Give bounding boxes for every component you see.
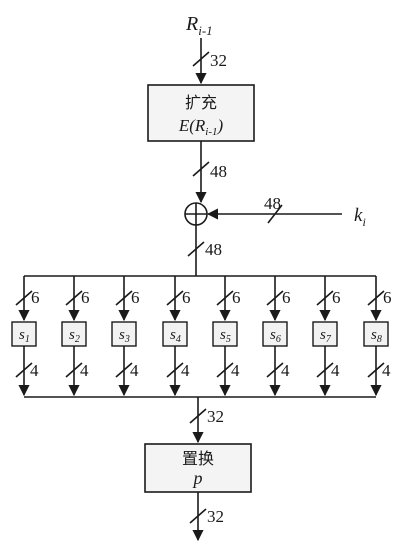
sbox-output-bus-slash <box>15 362 33 378</box>
sbox-input-bit-width: 6 <box>383 288 392 307</box>
sbox-input-bit-width: 6 <box>131 288 140 307</box>
sbox-column-6: 6 s64 <box>262 276 291 397</box>
sbox-column-1: 6 s14 <box>11 276 40 397</box>
input-label: Ri-1 <box>185 13 213 38</box>
sbox-label: s7 <box>320 327 332 345</box>
xor-output-bus-slash <box>187 241 205 257</box>
sbox-input-bit-width: 6 <box>182 288 191 307</box>
sbox-column-8: 6 s84 <box>363 276 392 397</box>
sbox-label: s5 <box>220 327 231 345</box>
sbox-column-2: 6 s24 <box>61 276 90 397</box>
expansion-formula: E(Ri-1) <box>178 116 224 138</box>
expansion-box <box>147 84 255 142</box>
sbox-output-bit-width: 4 <box>331 361 340 380</box>
sbox-output-bus-slash <box>216 362 234 378</box>
sbox-output-bit-width: 4 <box>382 361 391 380</box>
xor-output-bit-width: 48 <box>205 240 222 259</box>
sbox-input-bit-width: 6 <box>81 288 90 307</box>
sbox-input-bit-width: 6 <box>332 288 341 307</box>
sbox-output-bus-slash <box>166 362 184 378</box>
sbox-output-bit-width: 4 <box>80 361 89 380</box>
sbox-output-bus-slash <box>316 362 334 378</box>
sbox-label: s8 <box>371 327 382 345</box>
input-bus-slash <box>192 51 210 67</box>
sbox-input-bus-slash <box>115 290 133 306</box>
key-bus-slash <box>267 204 283 224</box>
merged-bus-slash <box>189 408 207 424</box>
sbox-input-bus-slash <box>316 290 334 306</box>
sbox-6 <box>262 321 288 347</box>
sbox-label: s4 <box>170 327 181 345</box>
sbox-output-bit-width: 4 <box>231 361 240 380</box>
sbox-2 <box>61 321 87 347</box>
expansion-title: 扩充 <box>185 93 217 112</box>
sbox-column-4: 6 s44 <box>162 276 191 397</box>
sbox-input-bus-slash <box>65 290 83 306</box>
sbox-output-bit-width: 4 <box>130 361 139 380</box>
expanded-bit-width: 48 <box>210 162 227 181</box>
key-bit-width: 48 <box>264 194 281 213</box>
sbox-5 <box>212 321 238 347</box>
sbox-input-bus-slash <box>367 290 385 306</box>
sbox-output-bit-width: 4 <box>30 361 39 380</box>
sbox-input-bus-slash <box>15 290 33 306</box>
sbox-output-bit-width: 4 <box>281 361 290 380</box>
key-label: ki <box>354 205 366 229</box>
sbox-column-3: 6 s34 <box>111 276 140 397</box>
sbox-input-bit-width: 6 <box>282 288 291 307</box>
sbox-output-bus-slash <box>266 362 284 378</box>
sbox-column-7: 6 s7 4 <box>312 276 341 397</box>
sbox-output-bus-slash <box>367 362 385 378</box>
permutation-title: 置换 <box>182 449 214 468</box>
permutation-symbol: p <box>192 468 203 488</box>
expanded-bus-slash <box>192 161 210 177</box>
sbox-label: s3 <box>119 327 130 345</box>
sbox-input-bit-width: 6 <box>31 288 40 307</box>
output-bit-width: 32 <box>207 507 224 526</box>
sbox-output-bus-slash <box>65 362 83 378</box>
sbox-label: s6 <box>270 327 281 345</box>
sbox-label: s1 <box>19 327 30 345</box>
sbox-output-bus-slash <box>115 362 133 378</box>
sbox-input-bus-slash <box>216 290 234 306</box>
sbox-input-bus-slash <box>166 290 184 306</box>
output-bus-slash <box>189 508 207 524</box>
sbox-4 <box>162 321 188 347</box>
xor-icon <box>184 202 208 226</box>
permutation-box <box>144 443 252 493</box>
merged-bit-width: 32 <box>207 407 224 426</box>
sbox-input-bus-slash <box>266 290 284 306</box>
sbox-column-5: 6 s54 <box>212 276 241 397</box>
sbox-input-bit-width: 6 <box>232 288 241 307</box>
sbox-output-bit-width: 4 <box>181 361 190 380</box>
input-bit-width: 32 <box>210 51 227 70</box>
sbox-8 <box>363 321 389 347</box>
sbox-label: s2 <box>69 327 80 345</box>
